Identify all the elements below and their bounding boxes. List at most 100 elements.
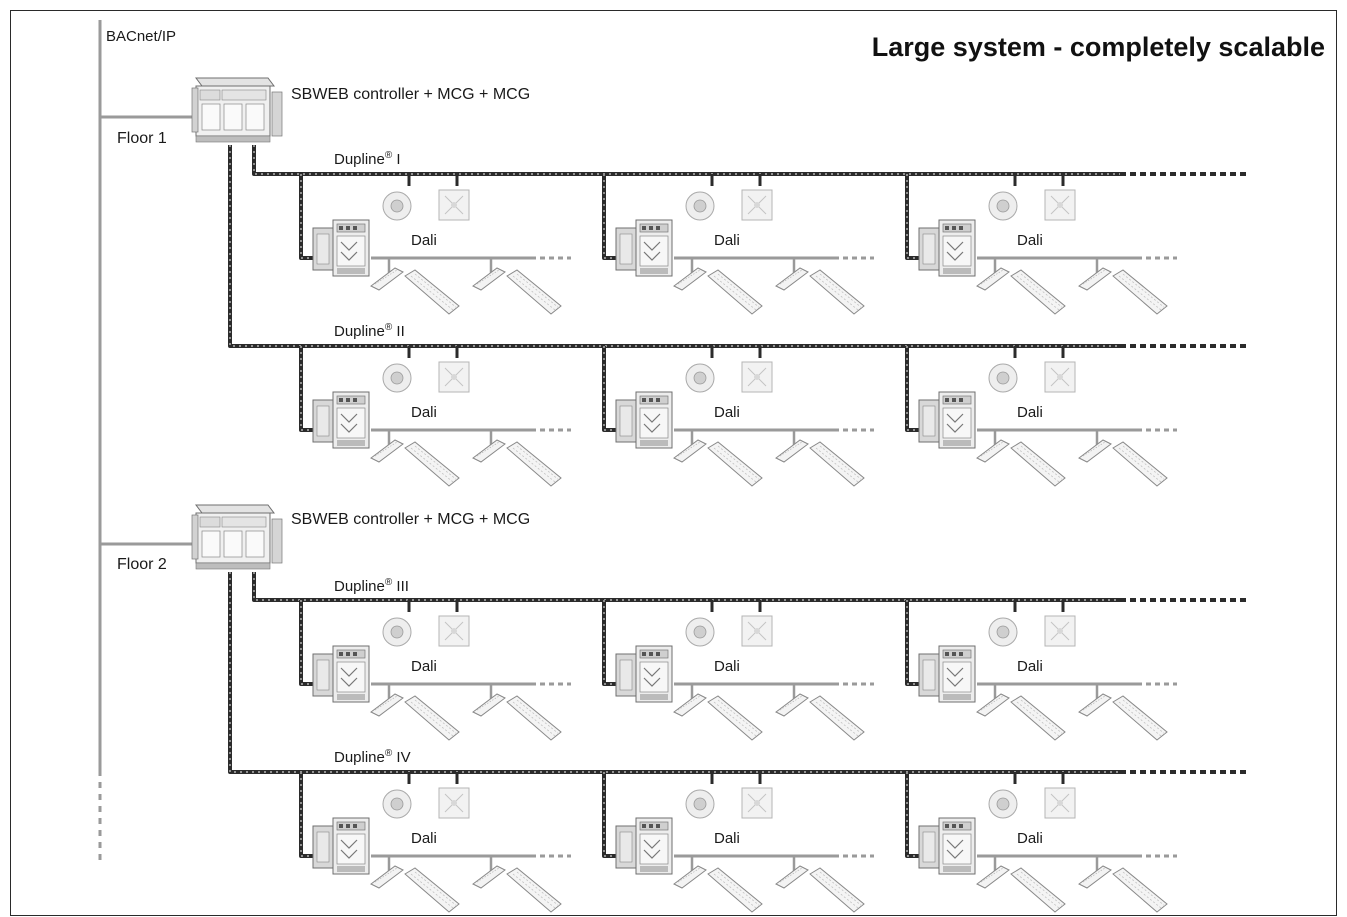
bus-4-unit-2-push-button-icon [741,787,773,819]
bus-3-unit-3-push-button-icon [1044,615,1076,647]
bus-4-unit-2-pir-sensor-icon [685,789,715,819]
bus-2-unit-3-dali-gateway-icon [918,391,976,449]
bus-3-unit-2-pir-sensor-icon [685,617,715,647]
bus-2-unit-2-push-button-icon [741,361,773,393]
bus-3-unit-1-luminaire-icon-1 [370,693,460,741]
bus-1-unit-2-luminaire-icon-2 [775,267,865,315]
bus-3-unit-1-dali-label: Dali [411,658,437,675]
bus-1-unit-1-drop-twist [300,174,315,259]
floor-1-controller-label: SBWEB controller + MCG + MCG [291,86,531,103]
bus-1-unit-1-pir-sensor-icon [382,191,412,221]
bus-1-unit-1-dali-gateway-icon [312,219,370,277]
bus-1-unit-2-dali-gateway-icon [615,219,673,277]
bus-4-unit-1-push-button-icon [438,787,470,819]
bus-4-unit-3-luminaire-icon-2 [1078,865,1168,913]
diagram-frame [10,10,1337,916]
bus-2-unit-1-luminaire-icon-1 [370,439,460,487]
bus-3-unit-3-drop-twist [906,600,921,685]
diagram-title: Large system - completely scalable [871,32,1325,62]
network-label: BACnet/IP [106,28,177,45]
bus-1-unit-2-luminaire-icon-1 [673,267,763,315]
bus-1-unit-2-dali-label: Dali [714,232,740,249]
bus-3-unit-2-dali-label: Dali [714,658,740,675]
bus-4-unit-2-dali-label: Dali [714,830,740,847]
bus-4-unit-2-luminaire-icon-2 [775,865,865,913]
bus-2-unit-2-luminaire-icon-2 [775,439,865,487]
bus-1-unit-1-push-button-icon [438,189,470,221]
bus-2-unit-3-drop-twist [906,346,921,431]
bus-1-unit-1-dali-label: Dali [411,232,437,249]
bus-4-unit-3-dali-gateway-icon [918,817,976,875]
bus-3-unit-1-pir-sensor-icon [382,617,412,647]
bus-1-unit-3-luminaire-icon-2 [1078,267,1168,315]
floor-2-label: Floor 2 [117,556,167,573]
bus-3-unit-3-pir-sensor-icon [988,617,1018,647]
bus-4-unit-1-luminaire-icon-2 [472,865,562,913]
bus-2-unit-2-drop-twist [603,346,618,431]
bus-label-3: Dupline® III [334,577,409,595]
bus-3-unit-3-dali-label: Dali [1017,658,1043,675]
bus-1-unit-3-pir-sensor-icon [988,191,1018,221]
bus-label-2: Dupline® II [334,322,405,340]
bus-label-4: Dupline® IV [334,748,411,766]
bus-3-unit-3-luminaire-icon-2 [1078,693,1168,741]
bus-2-unit-1-dali-label: Dali [411,404,437,421]
bus-4-unit-2-luminaire-icon-1 [673,865,763,913]
bus-2-unit-1-dali-gateway-icon [312,391,370,449]
bus-2-unit-2-luminaire-icon-1 [673,439,763,487]
floor-2-bus-a-cable [252,572,1120,602]
bus-2-unit-3-push-button-icon [1044,361,1076,393]
bus-3-unit-2-luminaire-icon-1 [673,693,763,741]
bus-2-unit-1-pir-sensor-icon [382,363,412,393]
floor-2-controller-icon [191,504,283,570]
bus-3-unit-3-luminaire-icon-1 [976,693,1066,741]
floor-1-bus-a-cable-twist [253,145,1120,175]
bus-2-unit-3-pir-sensor-icon [988,363,1018,393]
floor-2-controller-label: SBWEB controller + MCG + MCG [291,511,531,528]
bus-4-unit-3-dali-label: Dali [1017,830,1043,847]
floor-1-controller-icon [191,77,283,143]
bus-3-unit-2-drop-twist [603,600,618,685]
bus-2-unit-2-pir-sensor-icon [685,363,715,393]
bus-4-unit-3-luminaire-icon-1 [976,865,1066,913]
floor-2-bus-b-cable-twist [229,572,1120,773]
bus-1-unit-1-luminaire-icon-2 [472,267,562,315]
bus-2-unit-1-drop-twist [300,346,315,431]
bus-3-unit-1-push-button-icon [438,615,470,647]
bus-label-1: Dupline® I [334,150,401,168]
bus-1-unit-3-dali-label: Dali [1017,232,1043,249]
bus-3-unit-2-dali-gateway-icon [615,645,673,703]
bus-4-unit-1-dali-gateway-icon [312,817,370,875]
bus-1-unit-3-luminaire-icon-1 [976,267,1066,315]
bus-1-unit-2-drop-twist [603,174,618,259]
bus-1-unit-1-luminaire-icon-1 [370,267,460,315]
bus-2-unit-1-luminaire-icon-2 [472,439,562,487]
bus-4-unit-3-drop-twist [906,772,921,857]
floor-1-label: Floor 1 [117,130,167,147]
bus-2-unit-2-dali-gateway-icon [615,391,673,449]
floor-1-bus-b-cable-twist [229,145,1120,347]
bus-1-unit-2-push-button-icon [741,189,773,221]
bus-4-unit-1-drop-twist [300,772,315,857]
bus-2-unit-1-push-button-icon [438,361,470,393]
bus-2-unit-2-dali-label: Dali [714,404,740,421]
bus-1-unit-3-drop-twist [906,174,921,259]
bus-4-unit-1-dali-label: Dali [411,830,437,847]
bus-3-unit-1-dali-gateway-icon [312,645,370,703]
bus-4-unit-2-drop-twist [603,772,618,857]
bus-2-unit-3-dali-label: Dali [1017,404,1043,421]
bus-4-unit-1-pir-sensor-icon [382,789,412,819]
bus-3-unit-2-push-button-icon [741,615,773,647]
bus-4-unit-1-luminaire-icon-1 [370,865,460,913]
bus-1-unit-3-dali-gateway-icon [918,219,976,277]
bus-3-unit-1-drop-twist [300,600,315,685]
bus-3-unit-1-luminaire-icon-2 [472,693,562,741]
bus-2-unit-3-luminaire-icon-2 [1078,439,1168,487]
bus-1-unit-3-push-button-icon [1044,189,1076,221]
bus-1-unit-2-pir-sensor-icon [685,191,715,221]
bus-4-unit-3-pir-sensor-icon [988,789,1018,819]
bus-3-unit-2-luminaire-icon-2 [775,693,865,741]
bus-2-unit-3-luminaire-icon-1 [976,439,1066,487]
bus-4-unit-3-push-button-icon [1044,787,1076,819]
